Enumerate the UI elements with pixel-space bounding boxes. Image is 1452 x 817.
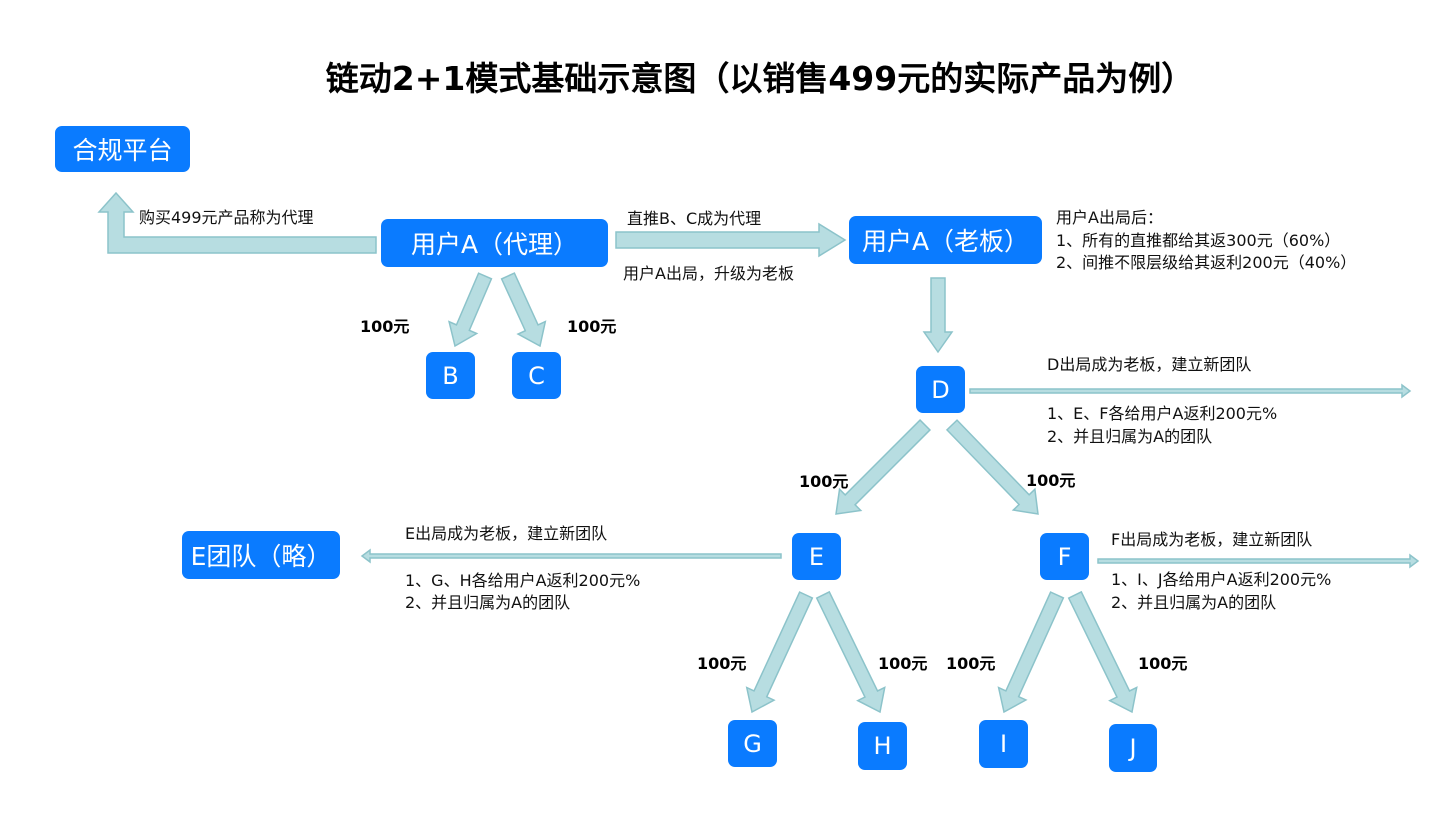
amount-g: 100元 xyxy=(697,654,747,673)
label-d-title: D出局成为老板，建立新团队 xyxy=(1047,355,1252,374)
label-d-1: 1、E、F各给用户A返利200元% xyxy=(1047,404,1278,423)
arrow-to-platform xyxy=(97,191,377,254)
arrow-agent-to-boss xyxy=(615,222,847,258)
node-e-team: E团队（略） xyxy=(182,531,340,579)
node-g: G xyxy=(728,720,777,767)
label-f-2: 2、并且归属为A的团队 xyxy=(1111,593,1277,612)
diagram-title: 链动2+1模式基础示意图（以销售499元的实际产品为例） xyxy=(325,59,1195,98)
arrow-f-right xyxy=(1097,553,1420,569)
node-j: J xyxy=(1109,724,1157,772)
arrow-d-to-e xyxy=(835,418,932,515)
label-e-1: 1、G、H各给用户A返利200元% xyxy=(405,571,641,590)
node-user-a-agent: 用户A（代理） xyxy=(381,219,608,267)
node-i: I xyxy=(979,720,1028,768)
arrow-a-to-b xyxy=(448,272,493,348)
node-d: D xyxy=(916,366,965,413)
node-user-a-boss: 用户A（老板） xyxy=(849,216,1042,264)
arrow-boss-to-d xyxy=(922,277,954,354)
amount-c: 100元 xyxy=(567,317,617,336)
label-direct: 直推B、C成为代理 xyxy=(627,209,762,228)
arrow-a-to-c xyxy=(500,272,547,348)
label-e-title: E出局成为老板，建立新团队 xyxy=(405,524,608,543)
arrow-e-to-g xyxy=(745,591,814,714)
label-after-1: 1、所有的直推都给其返300元（60%） xyxy=(1056,231,1341,250)
arrow-d-right xyxy=(969,383,1412,399)
label-e-2: 2、并且归属为A的团队 xyxy=(405,593,571,612)
amount-e: 100元 xyxy=(799,472,849,491)
label-f-title: F出局成为老板，建立新团队 xyxy=(1111,530,1313,549)
amount-i: 100元 xyxy=(946,654,996,673)
arrow-d-to-f xyxy=(945,419,1039,515)
label-d-2: 2、并且归属为A的团队 xyxy=(1047,427,1213,446)
node-f: F xyxy=(1040,533,1089,580)
node-e: E xyxy=(792,533,841,580)
arrow-e-to-h xyxy=(815,590,886,714)
arrow-e-left xyxy=(360,548,782,564)
node-c: C xyxy=(512,352,561,399)
arrow-f-to-i xyxy=(997,591,1065,714)
amount-j: 100元 xyxy=(1138,654,1188,673)
label-upgrade: 用户A出局，升级为老板 xyxy=(623,264,794,283)
node-b: B xyxy=(426,352,475,399)
label-after-title: 用户A出局后： xyxy=(1056,208,1163,227)
amount-f: 100元 xyxy=(1026,471,1076,490)
node-h: H xyxy=(858,722,907,770)
amount-h: 100元 xyxy=(878,654,928,673)
label-buy: 购买499元产品称为代理 xyxy=(139,208,314,227)
label-f-1: 1、I、J各给用户A返利200元% xyxy=(1111,570,1332,589)
arrow-f-to-j xyxy=(1067,590,1138,714)
label-after-2: 2、间推不限层级给其返利200元（40%） xyxy=(1056,253,1357,272)
node-platform: 合规平台 xyxy=(55,126,190,172)
amount-b: 100元 xyxy=(360,317,410,336)
